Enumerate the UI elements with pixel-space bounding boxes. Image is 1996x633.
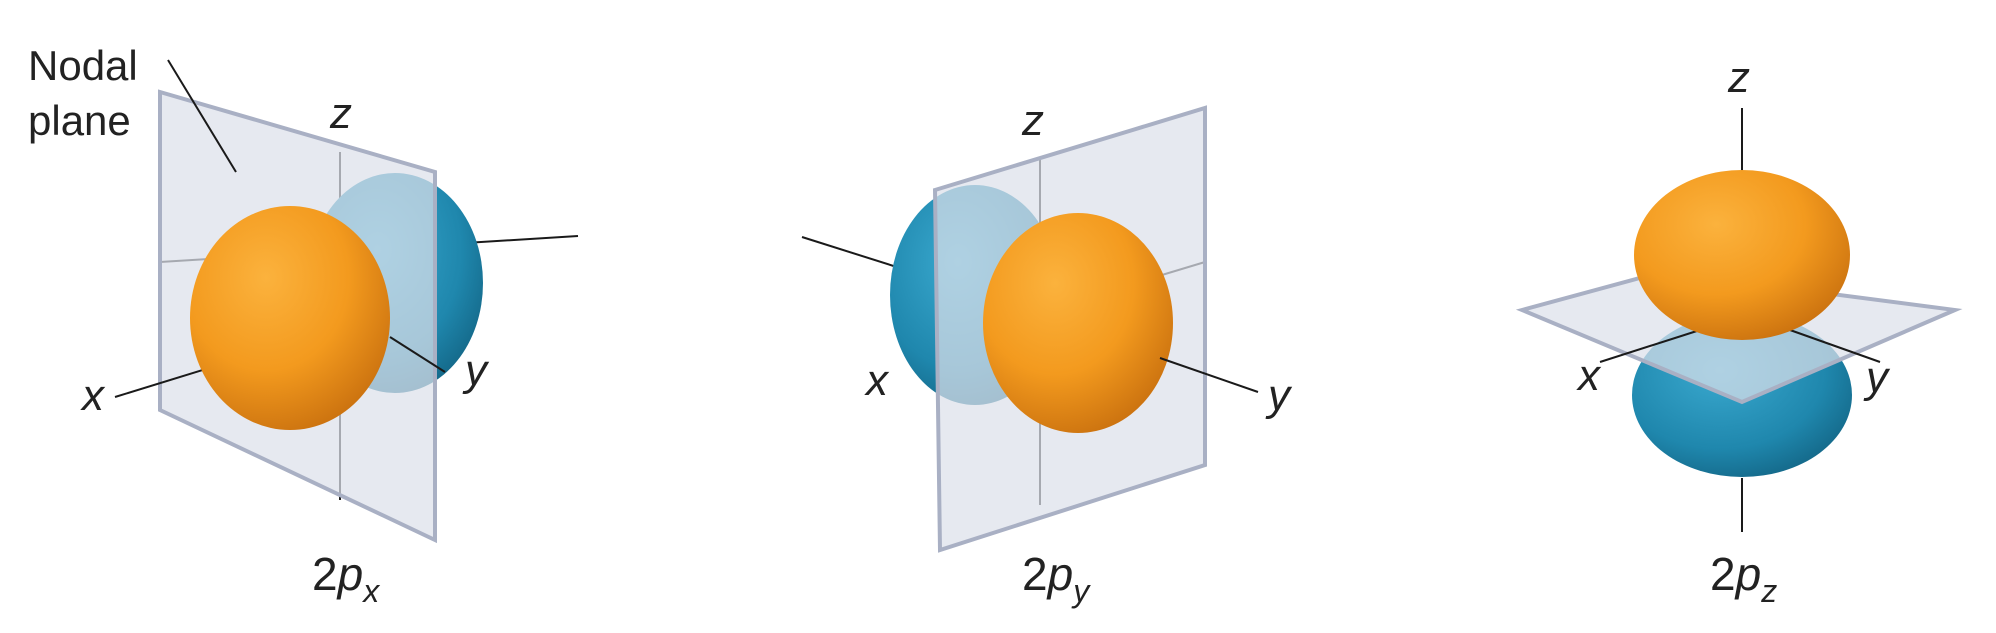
orange-lobe: [983, 213, 1173, 433]
caption-2px: 2px: [312, 548, 380, 609]
x-axis-label: x: [1576, 351, 1602, 400]
x-axis-label: x: [80, 371, 106, 420]
x-axis-label: x: [864, 356, 890, 405]
y-axis: [1789, 329, 1881, 363]
orbital-2py: z x y 2py: [801, 96, 1293, 609]
y-axis-label: y: [1265, 371, 1293, 420]
z-axis-label: z: [1727, 53, 1750, 102]
nodal-plane-label-line2: plane: [28, 97, 131, 144]
z-axis-label: z: [1021, 96, 1044, 145]
z-axis-label: z: [329, 89, 352, 138]
orange-lobe: [190, 206, 390, 430]
x-axis: [1599, 329, 1701, 363]
orange-lobe: [1634, 170, 1850, 340]
nodal-plane-label-line1: Nodal: [28, 42, 138, 89]
y-axis-label: y: [1863, 353, 1891, 402]
y-axis-label: y: [462, 346, 490, 395]
caption-2py: 2py: [1022, 548, 1091, 609]
orbital-2px: Nodal plane z x y 2px: [28, 42, 579, 609]
callout-pointer: [167, 59, 237, 173]
y-axis: [1159, 357, 1259, 393]
caption-2pz: 2pz: [1710, 548, 1777, 609]
orbital-2pz: z x y 2pz: [1515, 53, 1963, 609]
